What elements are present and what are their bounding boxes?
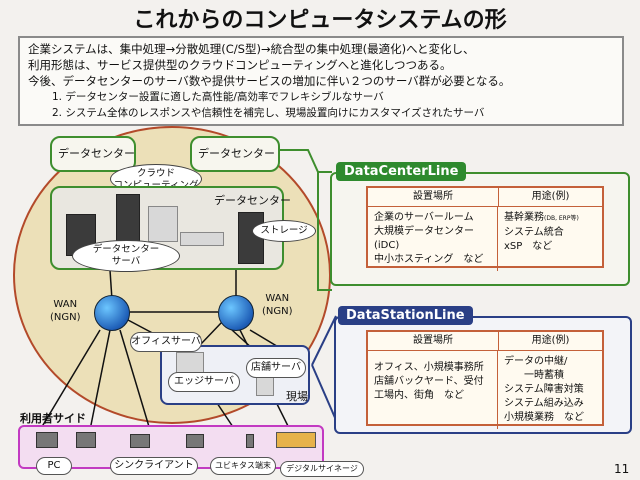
dcline-col1-header: 設置場所: [368, 188, 499, 207]
dsline-col1-l3: 工場内、街角 など: [374, 390, 464, 401]
blade-server-icon: [148, 206, 178, 242]
intro-line-1: 企業システムは、集中処理→分散処理(C/S型)→統合型の集中処理(最適化)へと変…: [28, 42, 475, 56]
pc-label: PC: [36, 457, 72, 475]
thin-client-icon: [130, 434, 150, 448]
site-label: 現場: [286, 390, 308, 403]
dcline-col2-l2: システム統合: [504, 227, 564, 238]
store-server-bubble: 店舗サーバ: [246, 358, 306, 378]
edge-server-bubble: エッジサーバ: [168, 372, 240, 392]
dcline-table: 設置場所 用途(例) 企業のサーバールーム 大規模データセンター (iDC) 中…: [366, 186, 604, 271]
dsline-col1-l1: オフィス、小規模事務所: [374, 362, 484, 373]
dsline-table: 設置場所 用途(例) オフィス、小規模事務所 店舗バックヤード、受付 工場内、街…: [366, 330, 604, 429]
mobile-phone-icon: [246, 434, 254, 448]
wan-left-label: WAN (NGN): [50, 299, 81, 323]
dsline-tag: DataStationLine: [338, 306, 473, 325]
dcline-col2-l1-text: 基幹業務: [504, 212, 544, 223]
dcline-col2-l1-note: (DB, ERP等): [544, 215, 579, 222]
dcline-col1-l4: 中小ホスティング など: [374, 254, 484, 265]
dsline-col2-l3: システム障害対策: [504, 384, 584, 395]
dcline-col2-cell: 基幹業務(DB, ERP等) システム統合 xSP など: [498, 207, 602, 271]
rack-unit-icon: [180, 232, 224, 246]
intro-line-3: 今後、データセンターのサーバ数や提供サービスの増加に伴い２つのサーバ群が必要とな…: [28, 74, 511, 88]
datacenter-server-bubble: データセンター サーバ: [72, 240, 180, 272]
dsline-col2-header: 用途(例): [499, 332, 602, 351]
wan-right-label: WAN (NGN): [262, 293, 293, 317]
dcline-col1-cell: 企業のサーバールーム 大規模データセンター (iDC) 中小ホスティング など: [368, 207, 498, 271]
dcline-col1-l3: (iDC): [374, 240, 400, 251]
office-server-bubble: オフィスサーバ: [130, 332, 202, 352]
thin-client-icon: [186, 434, 204, 448]
dsline-col2-l2: 一時蓄積: [524, 370, 564, 381]
dsline-col2-cell: データの中継/ 一時蓄積 システム障害対策 システム組み込み 小規模業務 など: [498, 351, 602, 429]
signage-display-icon: [276, 432, 316, 448]
datacenter-box-right: [190, 136, 280, 172]
dsline-col1-l2: 店舗バックヤード、受付: [374, 376, 484, 387]
globe-icon: [218, 295, 254, 331]
dsline-col1-header: 設置場所: [368, 332, 499, 351]
datacenter-main-label: データセンター: [214, 194, 291, 207]
dcline-connectors: [280, 149, 332, 291]
dcline-col2-l3: xSP など: [504, 241, 553, 252]
dcline-col2-header: 用途(例): [499, 188, 602, 207]
signage-label: デジタルサイネージ: [280, 461, 364, 477]
user-side-label: 利用者サイド: [20, 412, 86, 425]
dcline-col1-l1: 企業のサーバールーム: [374, 212, 474, 223]
pc-icon: [36, 432, 58, 448]
dcline-table-header: 設置場所 用途(例): [368, 188, 602, 207]
dcline-table-row: 企業のサーバールーム 大規模データセンター (iDC) 中小ホスティング など …: [368, 207, 602, 271]
dsline-table-row: オフィス、小規模事務所 店舗バックヤード、受付 工場内、街角 など データの中継…: [368, 351, 602, 429]
thin-client-label: シンクライアント: [110, 457, 198, 475]
datacenter-box-left: [50, 136, 136, 172]
dsline-col2-l1: データの中継/: [504, 356, 568, 367]
dcline-col1-l2: 大規模データセンター: [374, 226, 474, 237]
dsline-connectors: [311, 315, 337, 421]
intro-box: 企業システムは、集中処理→分散処理(C/S型)→統合型の集中処理(最適化)へと変…: [18, 36, 624, 126]
dsline-col2-l5: 小規模業務 など: [504, 412, 584, 423]
intro-point-1: 1. データセンター設置に適した高性能/高効率でフレキシブルなサーバ: [52, 91, 384, 103]
ubiquitous-label: ユビキタス端末: [210, 457, 276, 475]
pc-icon: [76, 432, 96, 448]
intro-point-2: 2. システム全体のレスポンスや信頼性を補完し、現場設置向けにカスタマイズされた…: [52, 107, 485, 119]
slide-title: これからのコンピュータシステムの形: [133, 8, 507, 33]
datacenter-left-label: データセンター: [58, 147, 135, 160]
intro-line-2: 利用形態は、サービス提供型のクラウドコンピューティングへと進化しつつある。: [28, 58, 452, 72]
dsline-table-header: 設置場所 用途(例): [368, 332, 602, 351]
server-tower-icon: [116, 194, 140, 246]
dsline-col1-cell: オフィス、小規模事務所 店舗バックヤード、受付 工場内、街角 など: [368, 351, 498, 429]
dcline-col2-l1: 基幹業務(DB, ERP等): [504, 211, 596, 226]
datacenter-right-label: データセンター: [198, 147, 275, 160]
globe-icon: [94, 295, 130, 331]
storage-bubble: ストレージ: [252, 220, 316, 242]
page-number: 11: [614, 462, 630, 476]
dsline-col2-l4: システム組み込み: [504, 398, 584, 409]
dcline-tag: DataCenterLine: [336, 162, 467, 181]
